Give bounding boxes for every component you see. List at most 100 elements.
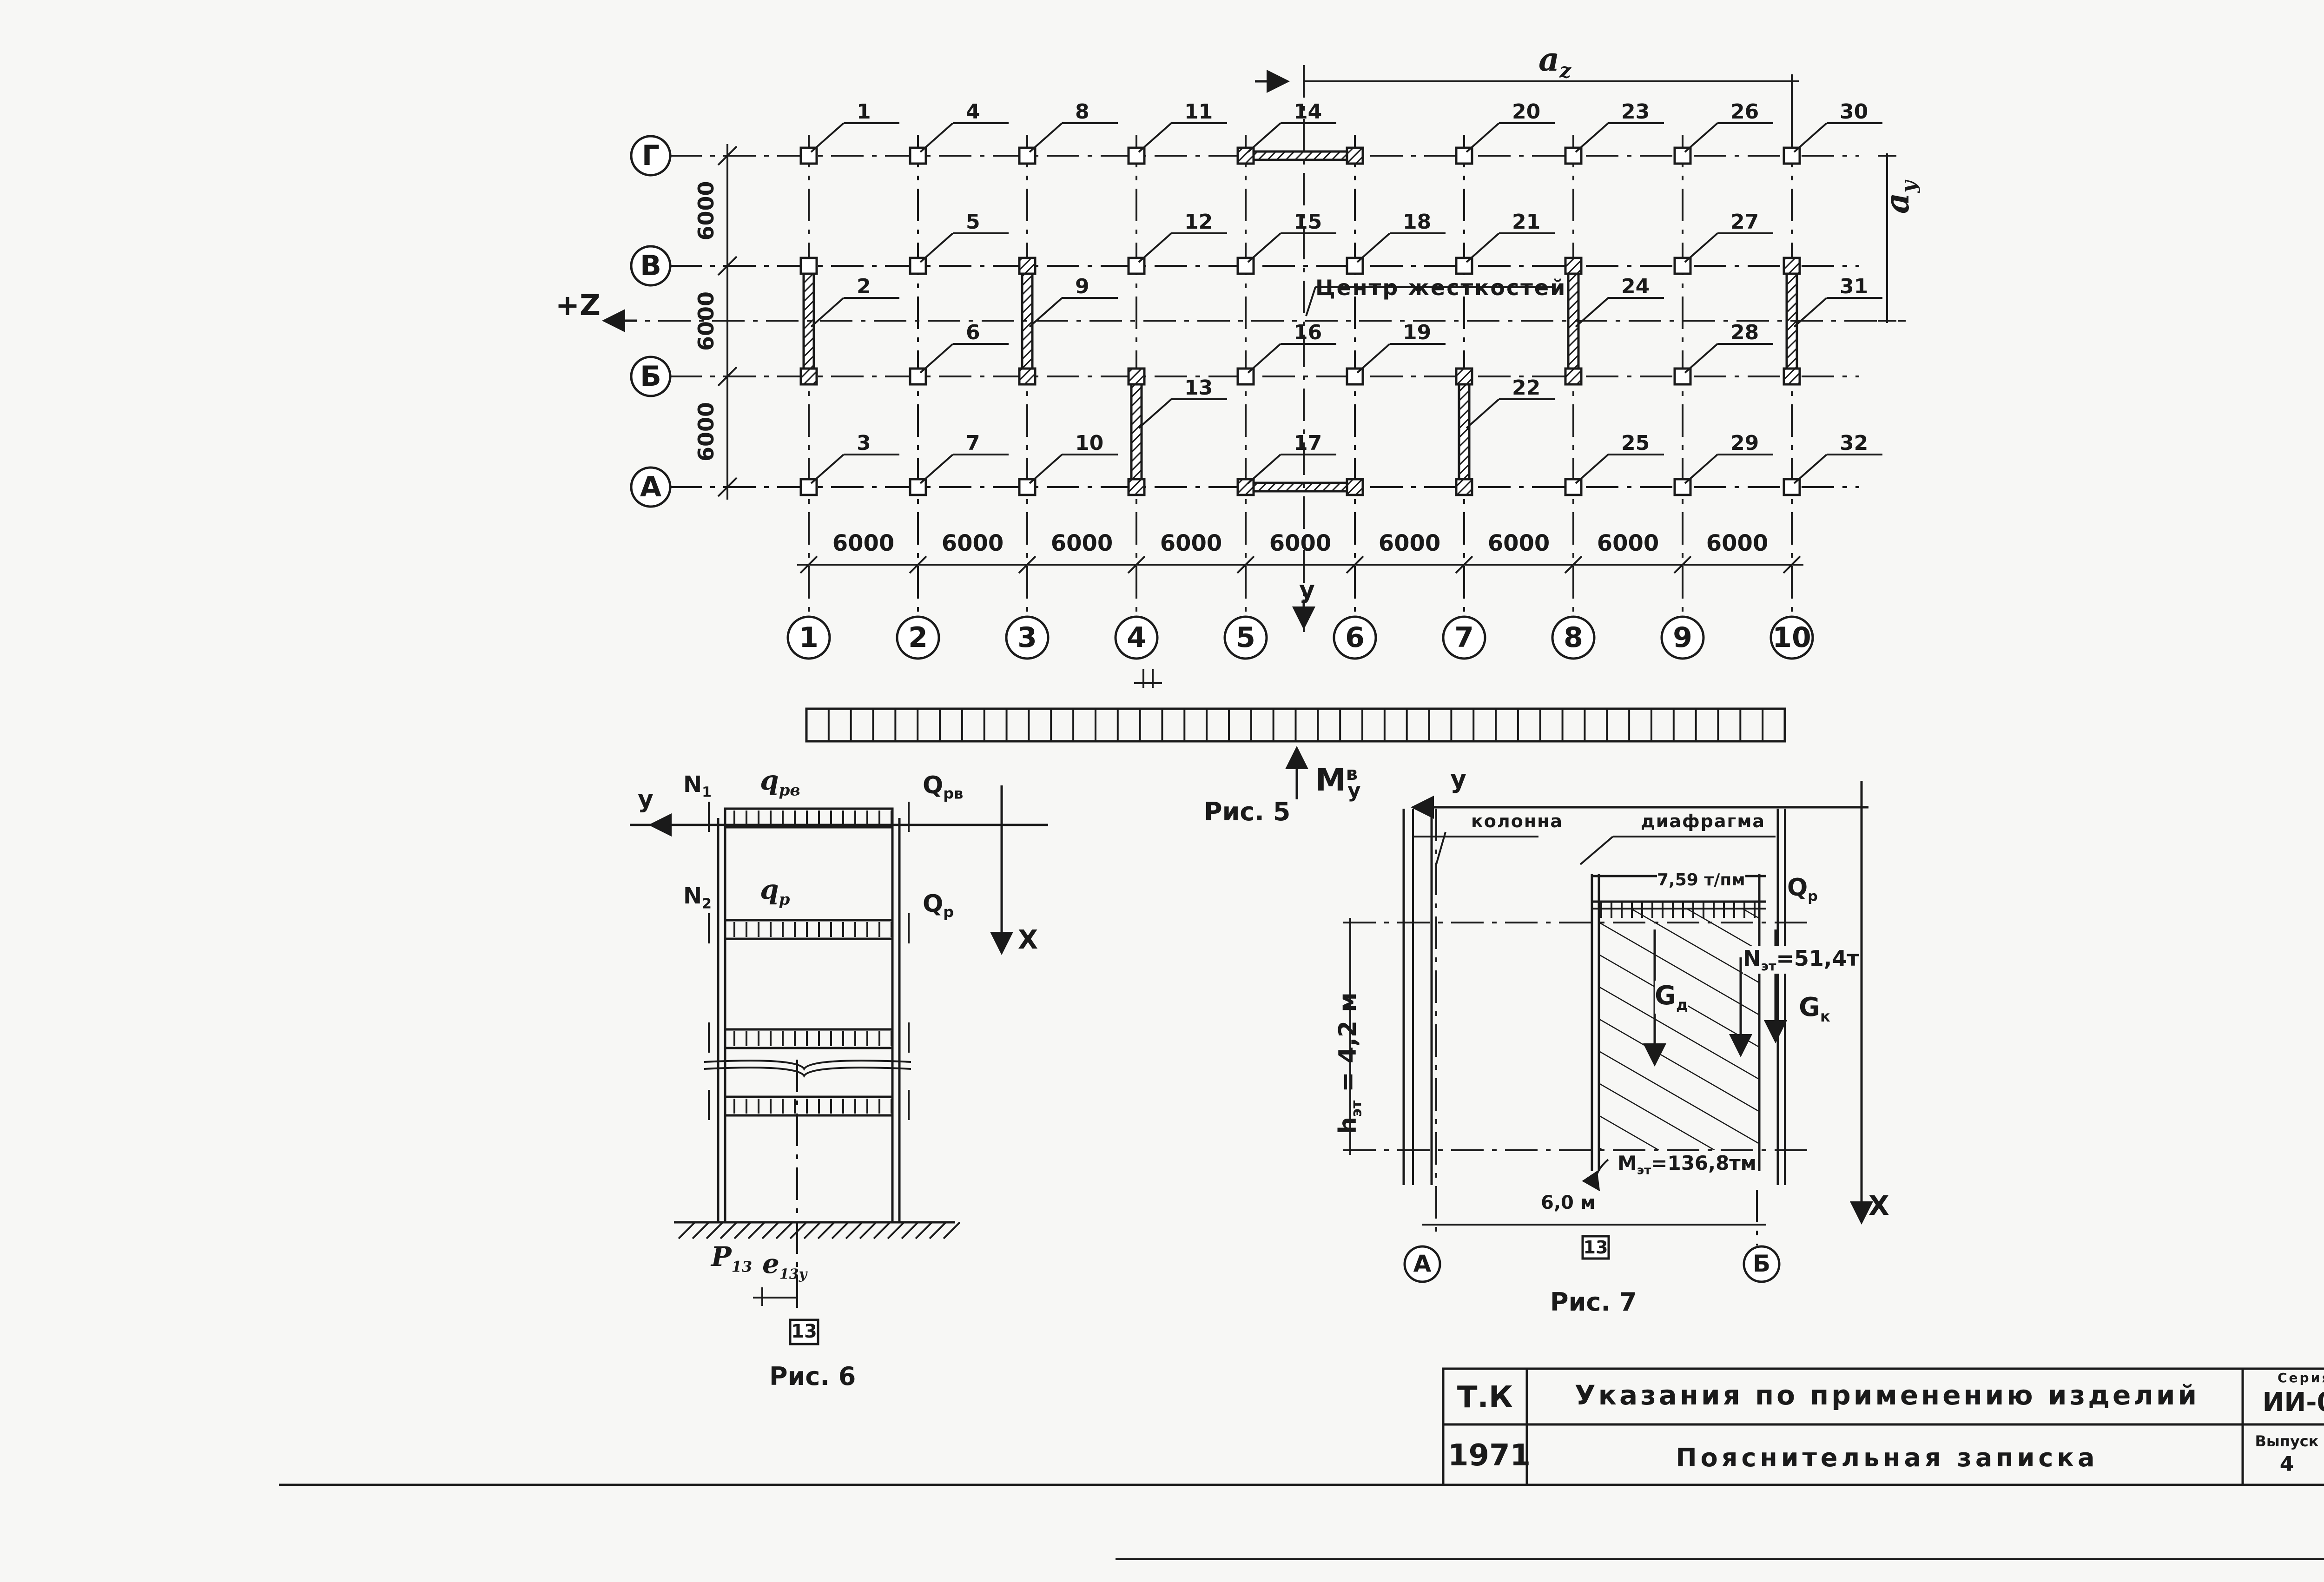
column-section (1455, 367, 1473, 386)
column-axis-bubble (896, 615, 940, 660)
column-axis-bubble (1333, 615, 1377, 660)
row-axis-bubble (630, 135, 672, 177)
fig7-N-label: Nэт=51,4т (1743, 946, 1860, 974)
leader-line (1575, 454, 1609, 484)
leader-line (919, 122, 954, 153)
ground-hatch (817, 1221, 835, 1239)
title-block-title: Указания по применению изделий (1574, 1379, 2200, 1411)
column-section (1018, 367, 1037, 386)
row-axis-label: А (640, 471, 662, 503)
ground-hatch (678, 1221, 696, 1239)
fig7-Gd-label: Gд (1655, 981, 1688, 1014)
column-section (1455, 257, 1473, 275)
stiffening-wall (1244, 150, 1356, 161)
fig7-diaphragm-label: диафрагма (1641, 811, 1766, 831)
element-number-label: 1 (857, 100, 871, 124)
fig7-load-label: 7,59 т/пм (1657, 870, 1745, 890)
ground-hatch (720, 1221, 738, 1239)
leader-line (1356, 232, 1391, 263)
dimension-tick (1455, 555, 1473, 574)
ground-hatch (901, 1221, 919, 1239)
ground-hatch (845, 1221, 863, 1239)
element-number-label: 32 (1840, 431, 1868, 455)
leader-line (1684, 122, 1718, 153)
column-axis-label: 2 (908, 621, 928, 654)
fig7-caption: Рис. 7 (1550, 1287, 1637, 1317)
fig7-element-number: 13 (1583, 1237, 1608, 1258)
ground-hatch (803, 1221, 821, 1239)
column-spacing-label: 6000 (1379, 530, 1441, 556)
leader-line (810, 454, 845, 484)
dimension-tick (799, 555, 818, 574)
ground-hatch (775, 1221, 793, 1239)
leader-line (1029, 122, 1063, 153)
fig7-diaphragm-hatch (1599, 909, 1759, 1150)
ground-hatch (873, 1221, 891, 1239)
dimension-tick (717, 256, 738, 276)
title-block-issue-label: Выпуск (2255, 1432, 2319, 1450)
column-axis-label: 7 (1454, 621, 1474, 654)
fig5-z-axis-label: +Z (555, 288, 601, 322)
column-axis-bubble (1223, 615, 1268, 660)
element-number-label: 25 (1621, 431, 1650, 455)
row-spacing-label: 6000 (693, 402, 719, 461)
title-block-code: Т.К (1457, 1380, 1513, 1415)
element-number-label: 15 (1294, 210, 1322, 234)
leader-line (1575, 297, 1609, 328)
row-spacing-label: 6000 (693, 181, 719, 240)
column-section (1783, 367, 1801, 386)
figure-7-diaphragm (1343, 781, 1873, 1283)
fig6-x-label: Х (1018, 925, 1038, 955)
element-number-label: 9 (1075, 275, 1089, 298)
element-number-label: 5 (966, 210, 980, 234)
stiffness-center-leader (1305, 287, 1316, 316)
column-section (1673, 367, 1692, 386)
element-number-label: 16 (1294, 321, 1322, 344)
column-axis-bubble (1769, 615, 1814, 660)
column-axis-bubble (1551, 615, 1596, 660)
column-axis-label: 5 (1236, 621, 1255, 654)
leader-line (1684, 454, 1718, 484)
fig7-y-label: у (1450, 765, 1467, 794)
fig5-az-label: az (1538, 40, 1571, 83)
column-section (1346, 367, 1364, 386)
column-axis-bubble (1114, 615, 1159, 660)
fig7-M-label: Mэт=136,8тм (1618, 1152, 1756, 1178)
dimension-tick (1564, 555, 1583, 574)
element-number-label: 18 (1403, 210, 1431, 234)
fig6-caption: Рис. 6 (769, 1362, 856, 1391)
leader-line (1466, 122, 1500, 153)
fig7-height-label: hэт = 4,2 м (1334, 992, 1365, 1134)
leader-line (919, 232, 954, 263)
element-number-label: 2 (857, 275, 871, 298)
leader-line (1793, 454, 1828, 484)
fig7-Qp-label: Qр (1787, 874, 1818, 905)
column-axis-bubble (1442, 615, 1486, 660)
element-number-label: 20 (1512, 100, 1540, 124)
fig6-n2-label: N2 (683, 883, 712, 912)
fig7-x-label: Х (1868, 1190, 1889, 1221)
ground-hatch (761, 1221, 779, 1239)
row-axis-bubble (630, 466, 672, 508)
dimension-tick (1236, 555, 1255, 574)
fig5-moment-label: Mвy (1315, 762, 1361, 803)
leader-line (1247, 232, 1281, 263)
element-number-label: 3 (857, 431, 871, 455)
leader-line (1247, 122, 1281, 153)
fig6-element-number: 13 (791, 1321, 817, 1342)
fig7-element-box (1581, 1235, 1610, 1260)
element-number-label: 17 (1294, 431, 1322, 455)
column-section (1455, 478, 1473, 496)
leader-line (1684, 232, 1718, 263)
column-axis-bubble (1005, 615, 1050, 660)
fig7-axis-a-bubble (1403, 1245, 1441, 1283)
fig5-stiffness-center-label: Центр жесткостей (1315, 275, 1567, 300)
element-number-label: 11 (1184, 100, 1213, 124)
row-axis-label: Б (640, 360, 661, 393)
element-number-label: 29 (1730, 431, 1759, 455)
ground-hatch (789, 1221, 807, 1239)
column-section (799, 257, 818, 275)
column-spacing-label: 6000 (832, 530, 895, 556)
column-axis-label: 1 (799, 621, 819, 654)
